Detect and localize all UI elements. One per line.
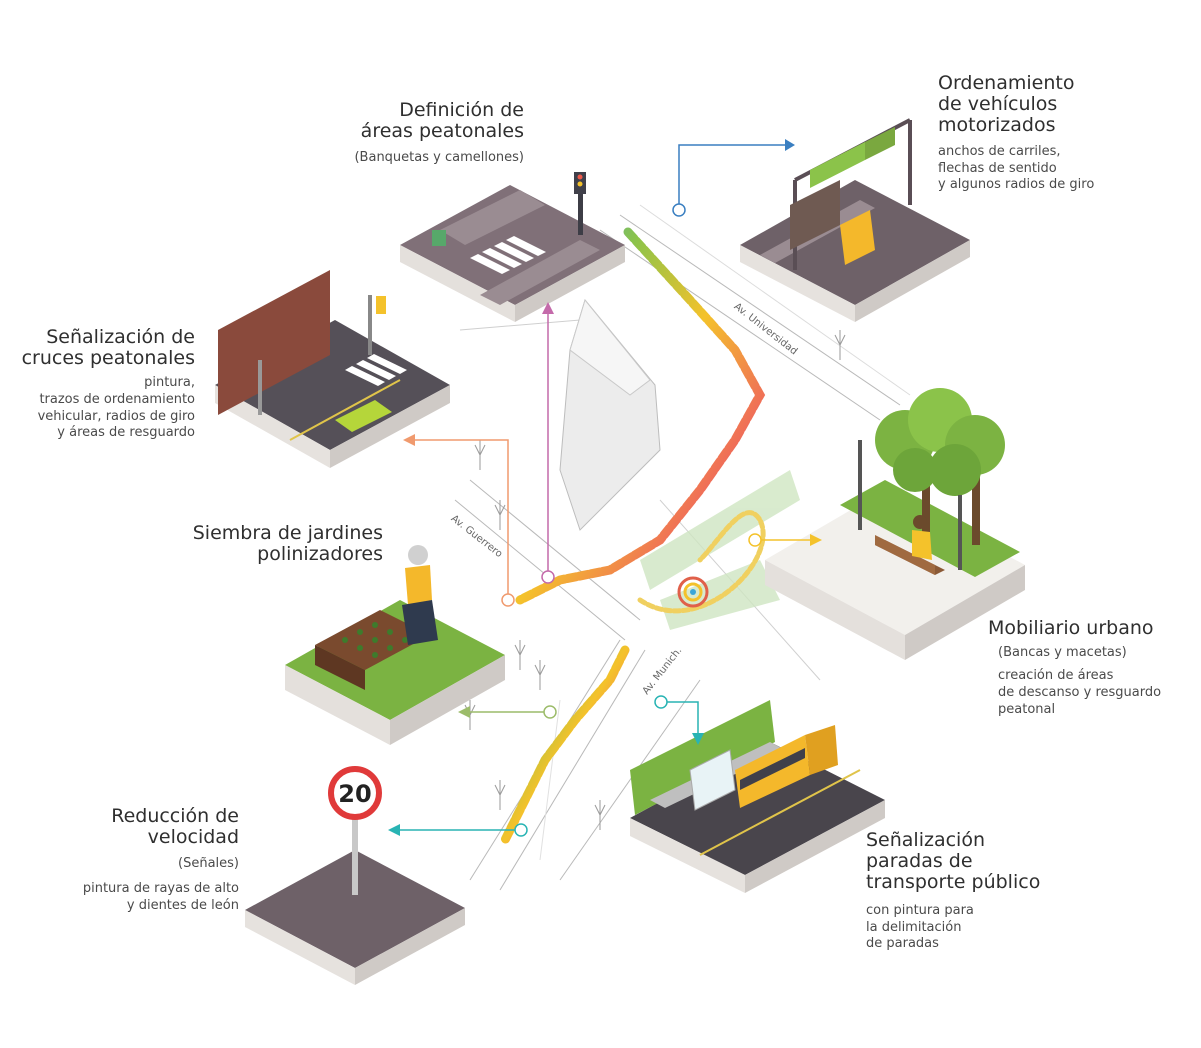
roundabout-painting [677,576,709,608]
tile-pedestrian-crossings [215,270,450,468]
central-building [559,298,661,531]
transit-stops-title: Señalización paradas de transporte públi… [866,829,1041,893]
urban-furniture-description: (Bancas y macetas) creación de áreas de … [998,644,1162,717]
label-pedestrian-areas: Definición de áreas peatonales (Banqueta… [354,100,524,167]
label-urban-furniture: Mobiliario urbano (Bancas y macetas) cre… [988,618,1161,718]
vehicle-ordering-title: Ordenamiento de vehículos motorizados [938,72,1075,136]
painted-rainbow-path [500,227,766,845]
tile-vehicle-ordering [740,118,970,322]
speed-sign-number: 20 [338,780,371,808]
pedestrian-crossings-description: pintura, trazos de ordenamiento vehicula… [37,374,195,441]
green-medians [640,470,800,630]
connector-pedestrian-areas [541,302,555,584]
pedestrian-areas-subtitle: (Banquetas y camellones) [354,149,524,165]
connector-speed [388,823,528,837]
speed-reduction-description: (Señales) pintura de rayas de alto y die… [82,855,239,913]
connector-transit [654,695,704,745]
label-transit-stops: Señalización paradas de transporte públi… [866,830,1040,953]
vehicle-ordering-description: anchos de carriles, flechas de sentido y… [938,143,1095,193]
pedestrian-areas-title: Definición de áreas peatonales [360,99,524,142]
tile-pedestrian-areas [400,172,625,322]
connector-gardens [458,705,557,719]
connector-crossings [403,434,515,607]
tile-transit-stops [630,700,885,893]
label-speed-reduction: Reducción de velocidad (Señales) pintura… [83,806,239,914]
tile-urban-furniture [765,388,1025,660]
label-pedestrian-crossings: Señalización de cruces peatonales pintur… [22,327,195,442]
connector-furniture [748,533,822,547]
tile-pollinator-gardens [285,545,505,745]
sketch-trees [464,330,846,830]
pedestrian-crossings-title: Señalización de cruces peatonales [21,326,195,369]
tile-speed-reduction [245,766,465,985]
label-vehicle-ordering: Ordenamiento de vehículos motorizados an… [938,73,1094,194]
transit-stops-description: con pintura para la delimitación de para… [866,902,974,952]
label-pollinator-gardens: Siembra de jardines polinizadores [193,523,383,565]
speed-reduction-title: Reducción de velocidad [111,805,239,848]
urban-furniture-title: Mobiliario urbano [988,617,1154,639]
connectors [388,139,822,837]
connector-vehicles [672,139,795,217]
pollinator-gardens-title: Siembra de jardines polinizadores [192,522,383,565]
